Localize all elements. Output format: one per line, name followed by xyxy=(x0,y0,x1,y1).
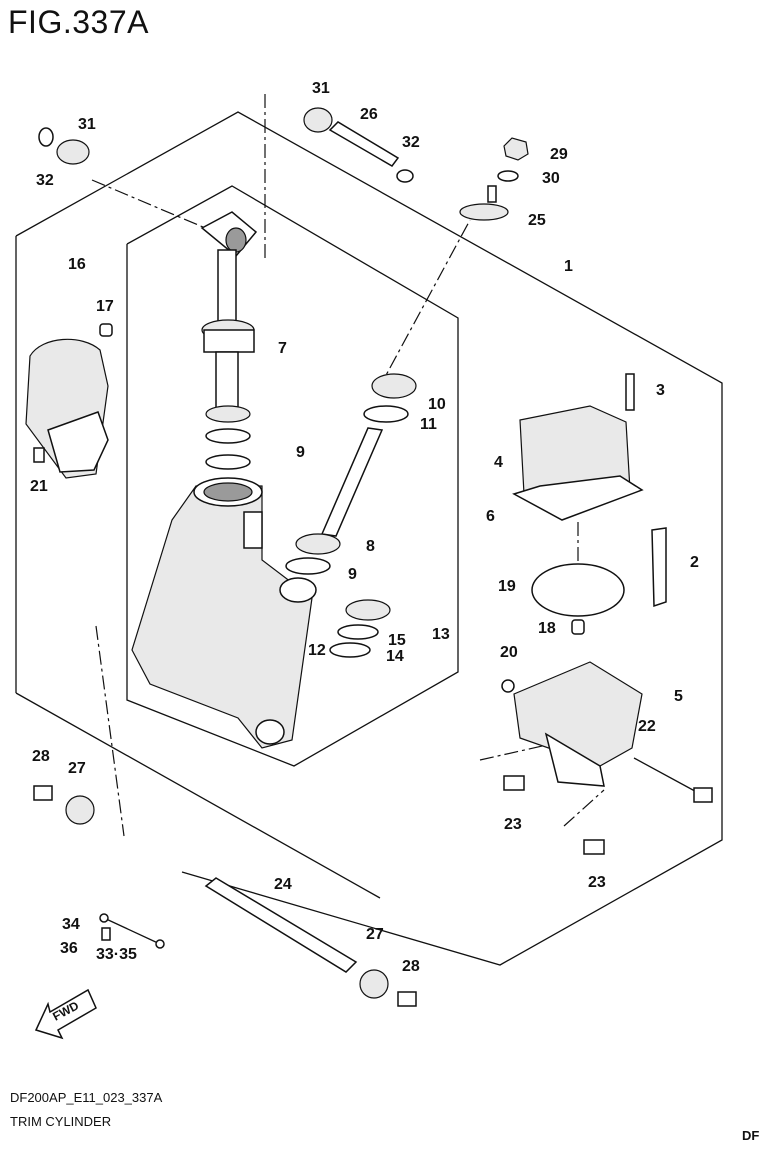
callout-31-top: 31 xyxy=(312,80,330,97)
callout-23-lower: 23 xyxy=(588,874,606,891)
assembly-boundary-inner xyxy=(126,185,459,767)
callout-32-left: 32 xyxy=(36,172,54,189)
callout-29: 29 xyxy=(550,146,568,163)
callout-19: 19 xyxy=(498,578,516,595)
callout-33-35: 33·35 xyxy=(96,946,137,963)
lower-shaft-assembly xyxy=(33,785,417,1007)
callout-34: 34 xyxy=(62,916,80,933)
callout-30: 30 xyxy=(542,170,560,187)
trim-rod-and-cylinder xyxy=(131,211,317,749)
callout-27-left: 27 xyxy=(68,760,86,777)
cap-fitting-assembly xyxy=(459,137,529,221)
callout-24: 24 xyxy=(274,876,292,893)
callout-3: 3 xyxy=(656,382,665,399)
callout-32-top: 32 xyxy=(402,134,420,151)
pump-motor xyxy=(512,373,667,635)
upper-shaft-assembly xyxy=(38,107,414,183)
callout-6: 6 xyxy=(486,508,495,525)
callout-14: 14 xyxy=(386,648,404,665)
callout-18: 18 xyxy=(538,620,556,637)
callout-1: 1 xyxy=(564,258,573,275)
callout-31-left: 31 xyxy=(78,116,96,133)
callout-25: 25 xyxy=(528,212,546,229)
assembly-boundary-outer xyxy=(15,111,723,966)
callout-17: 17 xyxy=(96,298,114,315)
callout-9-upper: 9 xyxy=(296,444,305,461)
callout-26: 26 xyxy=(360,106,378,123)
callout-21: 21 xyxy=(30,478,48,495)
callout-16: 16 xyxy=(68,256,86,273)
callout-2: 2 xyxy=(690,554,699,571)
drawing-code: DF200AP_E11_023_337A xyxy=(10,1090,163,1105)
pump-manifold xyxy=(501,661,713,855)
callout-20: 20 xyxy=(500,644,518,661)
callout-8: 8 xyxy=(366,538,375,555)
callout-23-upper: 23 xyxy=(504,816,522,833)
callout-5: 5 xyxy=(674,688,683,705)
callout-9-lower: 9 xyxy=(348,566,357,583)
callout-15: 15 xyxy=(388,632,406,649)
callout-28-bottom: 28 xyxy=(402,958,420,975)
callout-10: 10 xyxy=(428,396,446,413)
corner-code: DF xyxy=(742,1128,760,1143)
callout-12: 12 xyxy=(308,642,326,659)
callout-28-left: 28 xyxy=(32,748,50,765)
figure-title: FIG.337A xyxy=(8,4,149,40)
callout-13: 13 xyxy=(432,626,450,643)
fwd-arrow-icon xyxy=(34,988,97,1040)
seal-stack xyxy=(329,599,391,658)
callout-27-bottom: 27 xyxy=(366,926,384,943)
drawing-name: TRIM CYLINDER xyxy=(10,1114,112,1129)
side-cover xyxy=(25,323,113,479)
piston-rod-assembly xyxy=(285,373,417,575)
callout-22: 22 xyxy=(638,718,656,735)
callout-4: 4 xyxy=(494,454,503,471)
callout-7: 7 xyxy=(278,340,287,357)
callout-36: 36 xyxy=(60,940,78,957)
callout-11: 11 xyxy=(420,416,437,433)
ground-wire xyxy=(99,913,165,949)
